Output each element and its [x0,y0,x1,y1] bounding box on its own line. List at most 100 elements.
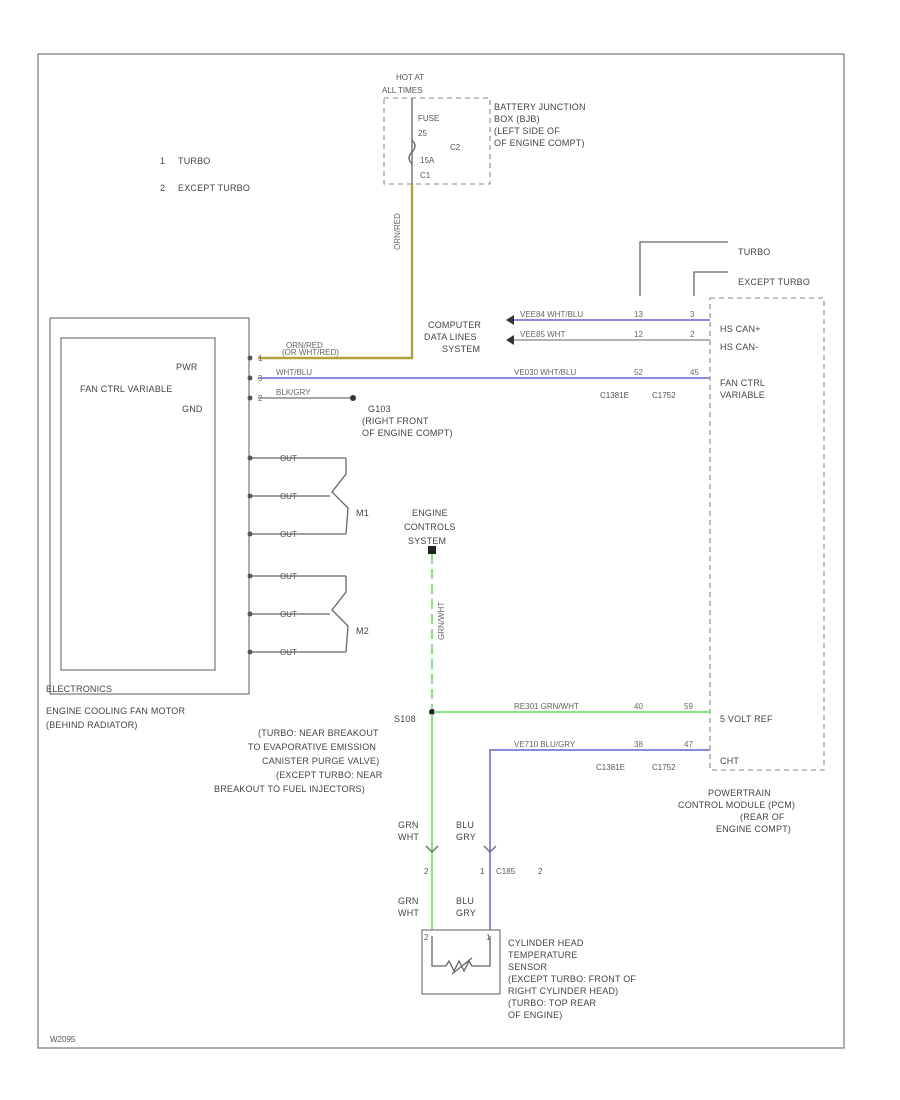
pcm-label-2: CONTROL MODULE (PCM) [678,800,795,810]
signal-pin-a: 38 [634,740,643,749]
legend-1-label: TURBO [178,156,211,166]
c185-right-wire-2: GRY [456,832,476,842]
fan-pin-pwr [247,355,253,361]
ref-wire-label: RE301 GRN/WHT [514,702,579,711]
can-plus-pin-a: 13 [634,310,643,319]
fan-ctrl-wire-label: WHT/BLU [276,368,312,377]
ecs-connector [428,546,436,554]
sensor-pin-left: 2 [424,933,429,942]
cht-sensor-box [421,929,501,995]
fuse-number: 25 [418,129,427,138]
fuse-c2: C2 [450,143,461,152]
can-minus-pin-a: 12 [634,330,643,339]
motor-m2-label: M2 [356,626,369,636]
legend-2-label: EXCEPT TURBO [178,183,250,193]
power-wire-label: ORN/RED [393,213,402,250]
c185-name: C185 [496,867,516,876]
sensor-pin-right: 1 [486,933,491,942]
legend-2-num: 2 [160,183,165,193]
hot-at-label: HOT AT [396,73,424,82]
fan-gnd-label: GND [182,404,203,414]
fan-ctrl-pin-a: 52 [634,368,643,377]
pcm-label-3: (REAR OF [740,812,785,822]
sensor-label-1: CYLINDER HEAD [508,938,584,948]
pcm-hs-can-minus: HS CAN- [720,342,758,352]
signal-wire-label: VE710 BLU/GRY [514,740,576,749]
m1-seg-1: OUT [280,454,297,463]
ref-pin-a: 40 [634,702,643,711]
splice-point [429,709,435,715]
c185-left-wire-1: GRN [398,820,419,830]
pwr-wire-label-2: (OR WHT/RED) [282,348,339,357]
fan-ctrl-pin-b: 45 [690,368,699,377]
fan-electronics-box [60,337,216,671]
can-minus-arrow [506,335,514,345]
power-wire [258,184,414,360]
pcm-fan-ctrl-2: VARIABLE [720,390,765,400]
ground-name: G103 [368,404,391,414]
pcm-box [709,297,825,771]
c185-left-chevron [425,845,439,853]
ground-wire-label: BLK/GRY [276,388,311,397]
fan-ctrl-conn-b: C1752 [652,391,676,400]
splice-label-5: BREAKOUT TO FUEL INJECTORS) [214,784,365,794]
pwr-wire-label-1: ORN/RED [286,341,323,350]
sensor-right-wire-1: BLU [456,896,474,906]
all-times-label: ALL TIMES [382,86,422,95]
c185-right-chevron [483,845,497,853]
ecs-wire-label: GRN/WHT [437,602,446,640]
sensor-right-wire-2: GRY [456,908,476,918]
m2-pin-1 [247,573,253,579]
fan-ctrl-pcm-wire-label: VE030 WHT/BLU [514,368,576,377]
except-turbo-leader [693,271,728,296]
m2-pin-3 [247,649,253,655]
can-minus-wire-label: VEE85 WHT [520,330,565,339]
fan-motor-label-1: ENGINE COOLING FAN MOTOR [46,706,185,716]
pcm-label-4: ENGINE COMPT) [716,824,791,834]
c185-tail: 2 [538,867,543,876]
fan-pin-pwr-num: 1 [258,354,263,363]
can-minus-pin-b: 2 [690,330,695,339]
fan-pin-ctrl [247,375,253,381]
diagram-frame [37,53,845,1049]
sensor-label-4: (EXCEPT TURBO: FRONT OF [508,974,636,984]
fuse-c1: C1 [420,171,431,180]
m1-seg-2: OUT [280,492,297,501]
sensor-label-7: OF ENGINE) [508,1010,563,1020]
sensor-internal-left [431,936,446,967]
sensor-left-wire-2: WHT [398,908,419,918]
cdl-label-2: DATA LINES [424,332,477,342]
splice-label-1: (TURBO: NEAR BREAKOUT [258,728,379,738]
fan-pwr-label: PWR [176,362,198,372]
fan-pin-gnd [247,395,253,401]
ecs-label-1: ENGINE [412,508,448,518]
m2-pin-2 [247,611,253,617]
signal-wire [489,749,710,930]
ecs-label-3: SYSTEM [408,536,446,546]
m2-seg-1: OUT [280,572,297,581]
sensor-left-wire-1: GRN [398,896,419,906]
c185-right-wire-1: BLU [456,820,474,830]
splice-label-3: CANISTER PURGE VALVE) [262,756,379,766]
c185-mid-pin: 1 [480,867,485,876]
m1-pin-2 [247,493,253,499]
battery-junction-box [383,97,491,185]
thermistor-arrow [451,957,473,975]
pcm-cht: CHT [720,756,739,766]
bjb-label-4: OF ENGINE COMPT) [494,138,585,148]
motor-m2-group: OUT OUT OUT M2 [247,572,369,657]
m1-pin-1 [247,455,253,461]
c185-left-pin: 2 [424,867,429,876]
m2-winding [331,576,349,653]
fan-ctrl-conn-a: C1381E [600,391,629,400]
ecs-label-2: CONTROLS [404,522,456,532]
figure-id: W2095 [50,1035,76,1044]
motor-m1-group: OUT OUT OUT M1 [247,454,369,539]
pcm-label-1: POWERTRAIN [708,788,771,798]
signal-pin-b: 47 [684,740,693,749]
except-turbo-label: EXCEPT TURBO [738,277,810,287]
fan-motor-outer [49,317,250,695]
legend-1-num: 1 [160,156,165,166]
turbo-leader [639,241,728,296]
